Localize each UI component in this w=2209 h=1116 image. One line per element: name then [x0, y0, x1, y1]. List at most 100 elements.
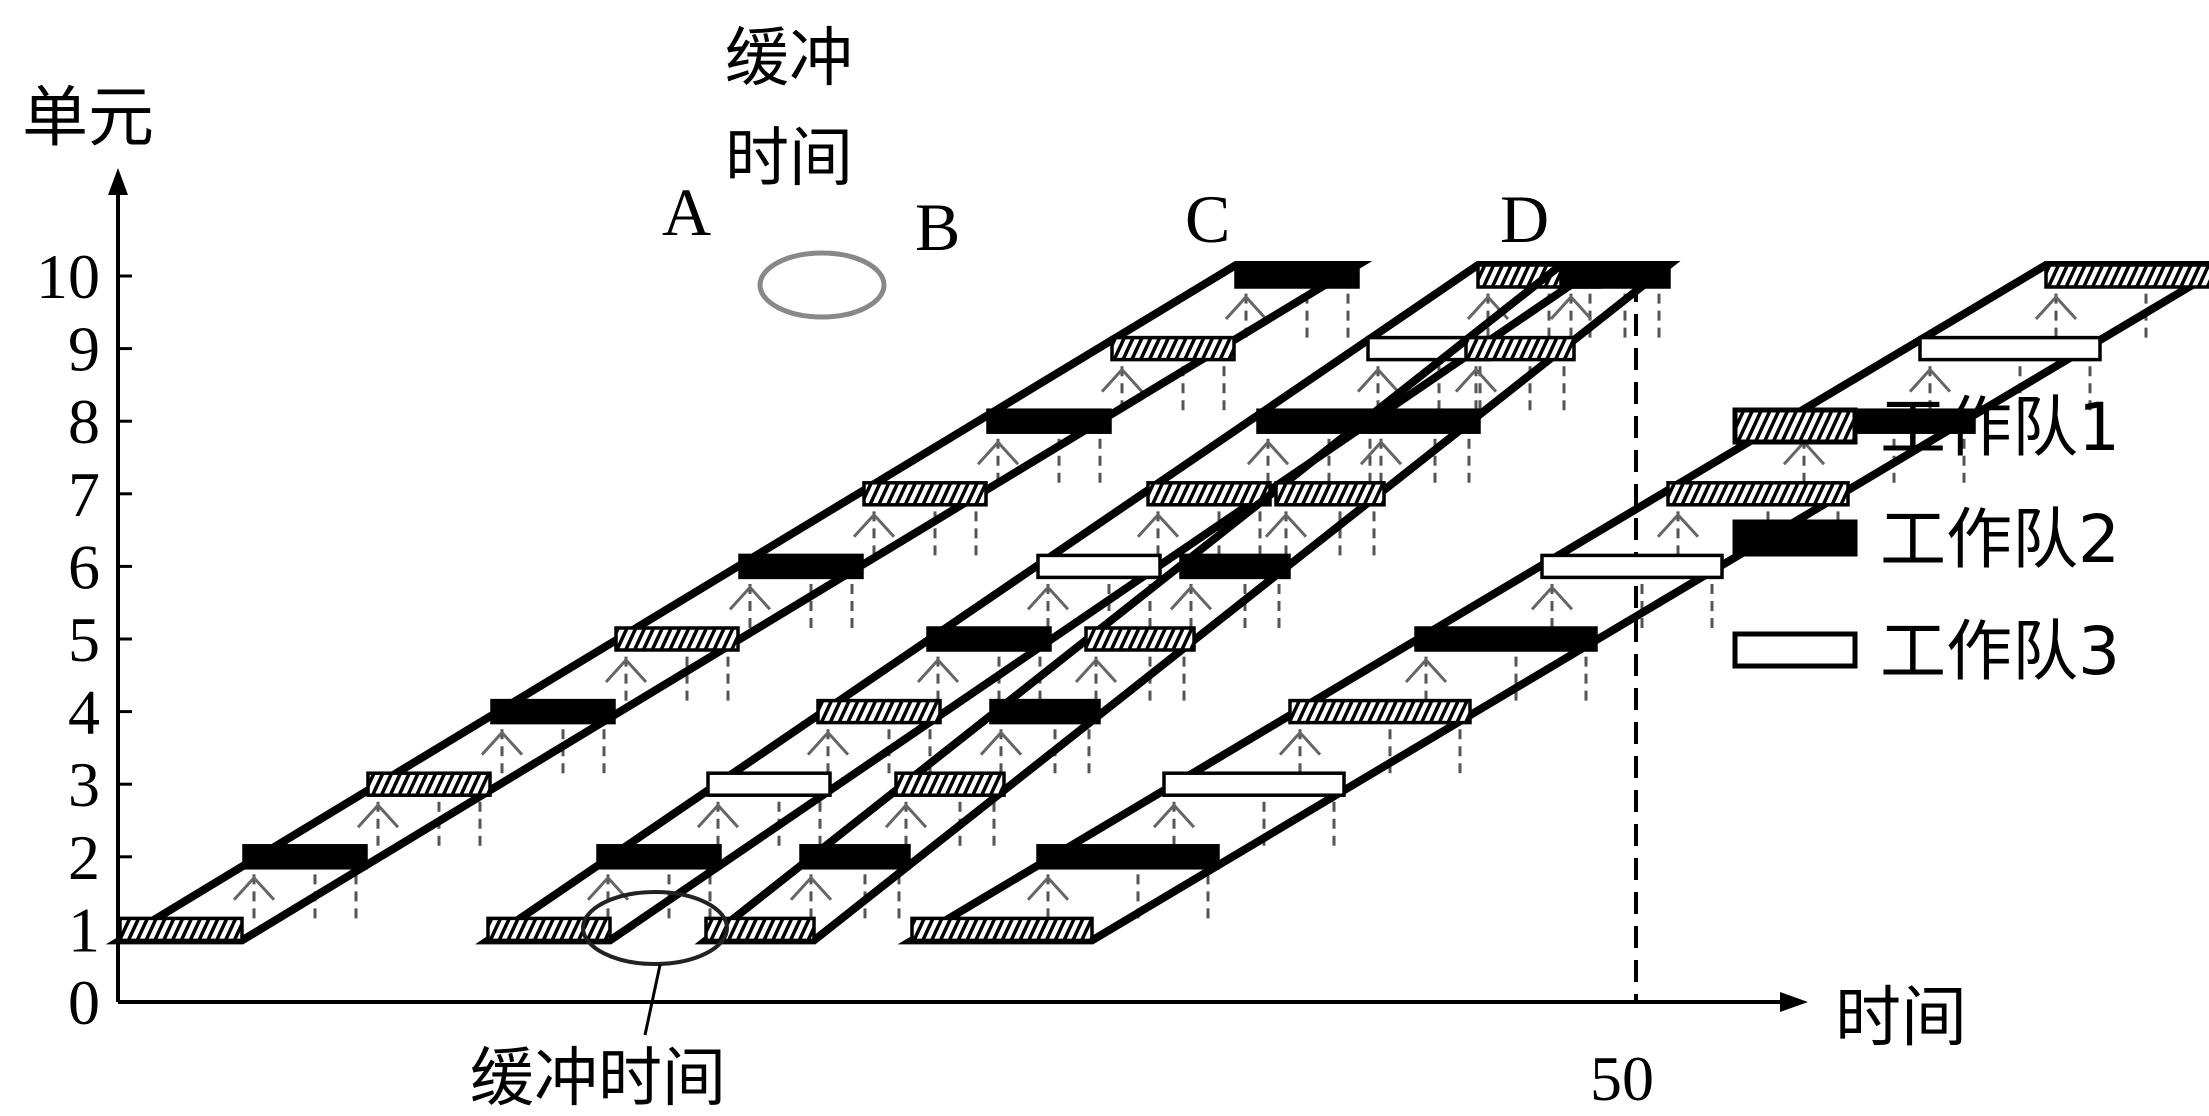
legend-swatch-team3 [1732, 631, 1858, 669]
flow-chevron [1152, 802, 1196, 829]
legend-item-team1: 工作队1 [1732, 389, 2120, 466]
legend: 工作队1 工作队2 工作队3 [1732, 389, 2120, 690]
flow-chevron [1026, 875, 1070, 901]
flow-chevron [604, 657, 648, 684]
flow-chevron [356, 802, 400, 829]
y-tick-label-0: 0 [68, 967, 100, 1038]
y-tick-label-6: 6 [68, 531, 100, 602]
bar-team2-unit4 [989, 698, 1101, 725]
bar-team1-unit7 [862, 481, 988, 507]
bar-team2-unit4 [490, 698, 616, 725]
block-a [105, 261, 1373, 945]
y-axis-title: 单元 [22, 79, 154, 156]
flow-chevron [232, 875, 276, 901]
flow-chevron [1136, 512, 1180, 538]
flow-chevron [728, 585, 772, 611]
legend-label-team2: 工作队2 [1880, 501, 2120, 578]
flow-chevron [1246, 439, 1290, 466]
bar-team2-unit5 [926, 626, 1052, 652]
y-tick-label-10: 10 [36, 241, 100, 312]
bar-team2-unit2 [596, 844, 722, 870]
buffer-annotations: 缓冲 时间 缓冲时间 [470, 22, 887, 1116]
flow-chevron [2034, 294, 2078, 321]
flow-chevron [1026, 585, 1070, 611]
bar-team2-unit2 [242, 844, 368, 870]
flow-chevron [1454, 367, 1498, 393]
x-tick-label-50: 50 [1590, 1043, 1654, 1114]
bar-team1-unit4 [1288, 698, 1472, 725]
bar-team3-unit3 [706, 771, 832, 797]
flow-chevron [789, 875, 833, 901]
bar-team2-unit5 [1414, 626, 1598, 652]
y-tick-label-7: 7 [68, 459, 100, 530]
flow-chevron [586, 875, 630, 901]
bar-team3-unit6 [1540, 553, 1724, 580]
bar-team1-unit5 [1084, 626, 1196, 652]
block-label-d: D [1500, 181, 1549, 257]
flow-chevron [1074, 657, 1118, 684]
bar-team1-unit1 [118, 916, 244, 943]
bar-team1-unit3 [366, 771, 492, 797]
bar-team1-unit3 [894, 771, 1006, 797]
flow-chevron [1264, 512, 1308, 538]
bar-team2-unit6 [1179, 553, 1291, 580]
y-tick-label-2: 2 [68, 822, 100, 893]
legend-label-team3: 工作队3 [1880, 613, 2120, 690]
bar-team3-unit9 [1918, 335, 2102, 362]
bar-team1-unit7 [1274, 481, 1386, 507]
flow-chevron [1224, 294, 1268, 321]
bar-team1-unit9 [1110, 335, 1236, 362]
y-tick-label-1: 1 [68, 894, 100, 965]
flow-chevron [1359, 439, 1403, 466]
flow-chevron [976, 439, 1020, 466]
flow-chevron [1656, 512, 1700, 538]
x-axis-arrow [1780, 992, 1808, 1012]
flow-chevron [1530, 585, 1574, 611]
y-tick-label-9: 9 [68, 314, 100, 385]
block-label-c: C [1185, 181, 1230, 257]
block-c [694, 261, 1681, 945]
y-tick-label-8: 8 [68, 386, 100, 457]
flow-chevron [1278, 730, 1322, 756]
bar-team2-unit6 [738, 553, 864, 580]
flow-chevron [916, 657, 960, 684]
flow-chevron [1356, 367, 1400, 393]
flow-chevron [852, 512, 896, 538]
buffer-bottom-ellipse [581, 890, 729, 966]
bar-team2-unit2 [1036, 844, 1220, 870]
bar-team1-unit5 [614, 626, 740, 652]
y-tick-marks [118, 274, 132, 931]
buffer-bottom-text: 缓冲时间 [470, 1042, 726, 1116]
bar-team3-unit3 [1162, 771, 1346, 797]
flow-chevron [1908, 367, 1952, 393]
bar-team2-unit2 [799, 844, 911, 870]
bar-team3-unit6 [1036, 553, 1162, 580]
block-label-a: A [662, 174, 711, 250]
bar-team1-unit4 [816, 698, 942, 725]
legend-item-team3: 工作队3 [1732, 613, 2120, 690]
bar-team2-unit8 [1369, 408, 1481, 434]
flow-chevron [979, 730, 1023, 756]
flow-chevron [884, 802, 928, 829]
flow-chevron [696, 802, 740, 829]
legend-item-team2: 工作队2 [1732, 501, 2120, 578]
legend-swatch-team1 [1732, 407, 1858, 445]
buffer-top-line2: 时间 [725, 122, 853, 196]
construction-blocks [105, 261, 2209, 945]
bar-team1-unit1 [704, 916, 816, 943]
buffer-top-ellipse [757, 250, 887, 320]
y-tick-label-4: 4 [68, 677, 100, 748]
flow-chevron [1404, 657, 1448, 684]
block-d [897, 261, 2209, 945]
block-labels: A B C D [662, 174, 1549, 265]
bar-team2-unit10 [1559, 263, 1671, 289]
bar-team1-unit7 [1146, 481, 1272, 507]
flow-chevron [480, 730, 524, 756]
block-label-b: B [915, 189, 960, 265]
flow-chevron [806, 730, 850, 756]
buffer-bottom-leader [643, 964, 662, 1036]
legend-label-team1: 工作队1 [1880, 389, 2120, 466]
bar-team1-unit10 [2044, 263, 2209, 289]
